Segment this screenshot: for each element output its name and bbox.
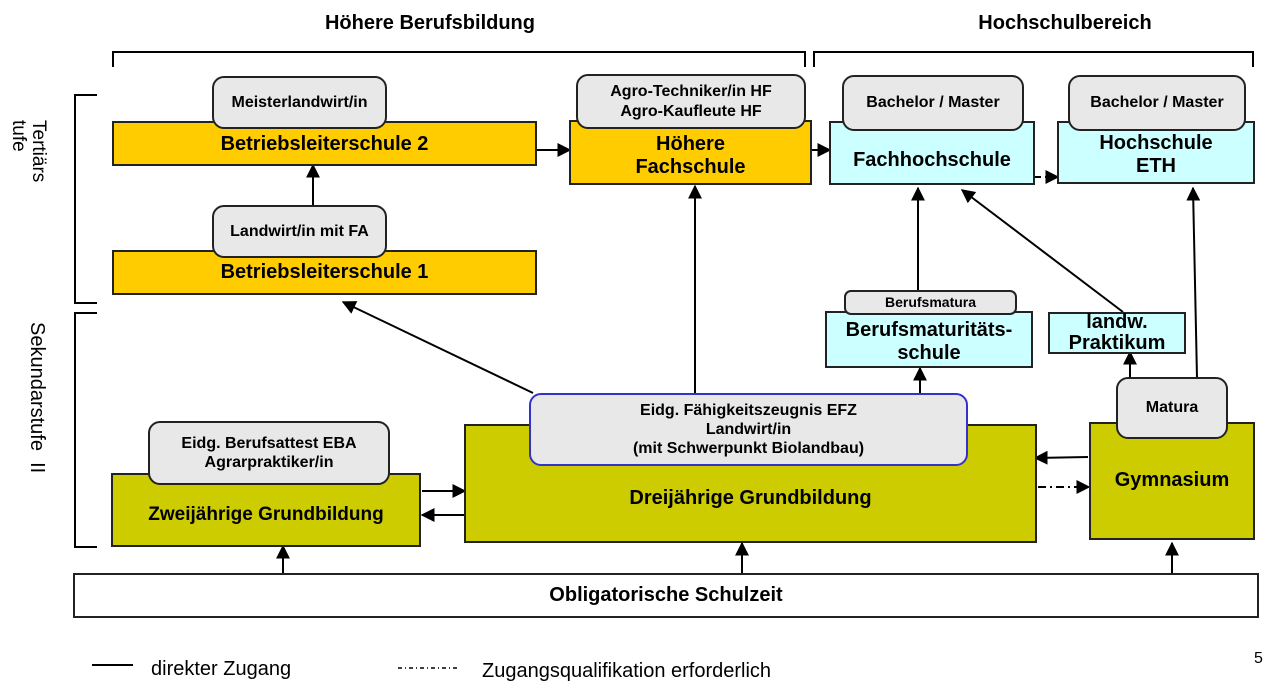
tag-landwirt-fa: Landwirt/in mit FA: [212, 205, 387, 258]
tag-eba-line2: Agrarpraktiker/in: [204, 454, 334, 471]
legend-qualification-required: Zugangsqualifikation erforderlich: [482, 660, 772, 682]
tag-agro-techniker: Agro-Techniker/in HF Agro-Kaufleute HF: [576, 74, 806, 129]
box-hoehere-fachschule-line2: Fachschule: [635, 155, 746, 178]
tag-bachelor-master-eth-label: Bachelor / Master: [1090, 94, 1224, 112]
box-betriebsleiterschule-1-label: Betriebsleiterschule 1: [220, 261, 429, 283]
tag-berufsmatura: Berufsmatura: [844, 290, 1017, 315]
box-gymnasium-label: Gymnasium: [1114, 469, 1230, 491]
box-gymnasium: Gymnasium: [1089, 422, 1255, 540]
box-hoehere-fachschule: Höhere Fachschule: [569, 120, 812, 185]
arrow-matura-to-eth: [1186, 186, 1201, 379]
box-praktikum-line2: Praktikum: [1068, 332, 1166, 354]
tag-meisterlandwirt-label: Meisterlandwirt/in: [231, 93, 368, 111]
tag-agro-line1: Agro-Techniker/in HF: [610, 83, 772, 101]
tag-eba-line1: Eidg. Berufsattest EBA: [181, 434, 357, 452]
tag-agro-line2: Agro-Kaufleute HF: [620, 102, 762, 120]
box-bms-line2: schule: [897, 341, 961, 364]
box-hochschule-eth: Hochschule ETH: [1057, 121, 1255, 184]
bracket-secondary: [74, 312, 97, 548]
page-number: 5: [1254, 650, 1263, 667]
legend-direct-access: direkter Zugang: [151, 658, 292, 680]
header-university: Hochschulbereich: [978, 12, 1152, 34]
box-zweijaehrige-grundbildung: Zweijährige Grundbildung: [111, 473, 421, 547]
tag-bachelor-master-fh: Bachelor / Master: [842, 75, 1024, 131]
label-tertiary: Tertiärs tufe: [7, 120, 49, 183]
box-zweijaehrige-label: Zweijährige Grundbildung: [148, 504, 384, 526]
tag-matura: Matura: [1116, 377, 1228, 439]
header-higher-vocational: Höhere Berufsbildung: [324, 12, 535, 34]
tag-bachelor-master-fh-label: Bachelor / Master: [866, 94, 1000, 112]
label-secondary: Sekundarstufe II: [26, 322, 48, 474]
bracket-higher-vocational: [112, 51, 806, 67]
tag-matura-label: Matura: [1145, 399, 1199, 417]
tag-efz-line1: Eidg. Fähigkeitszeugnis EFZ: [640, 401, 857, 419]
bracket-tertiary: [74, 94, 97, 304]
box-bms-line1: Berufsmaturitäts-: [845, 318, 1013, 341]
box-praktikum-line1: landw.: [1086, 311, 1148, 333]
tag-efz: Eidg. Fähigkeitszeugnis EFZ Landwirt/in …: [529, 393, 968, 466]
box-hochschule-line1: Hochschule: [1099, 131, 1213, 154]
box-betriebsleiterschule-2-label: Betriebsleiterschule 2: [220, 133, 429, 155]
box-hochschule-line2: ETH: [1136, 154, 1176, 177]
box-hoehere-fachschule-line1: Höhere: [656, 132, 725, 155]
box-fachhochschule: Fachhochschule: [829, 121, 1035, 185]
box-berufsmaturitaetsschule: Berufsmaturitäts- schule: [825, 311, 1033, 368]
tag-landwirt-fa-label: Landwirt/in mit FA: [230, 222, 369, 240]
box-dreijaehrige-label: Dreijährige Grundbildung: [629, 487, 872, 509]
box-landw-praktikum: landw. Praktikum: [1048, 312, 1186, 354]
box-obligatorisch-label: Obligatorische Schulzeit: [549, 584, 783, 606]
tag-bachelor-master-eth: Bachelor / Master: [1068, 75, 1246, 131]
tag-efz-line3: (mit Schwerpunkt Biolandbau): [632, 440, 865, 458]
arrow-efz-to-bl1: [341, 301, 534, 394]
tag-meisterlandwirt: Meisterlandwirt/in: [212, 76, 387, 129]
tag-eba: Eidg. Berufsattest EBA Agrarpraktiker/in: [148, 421, 390, 485]
box-obligatorische-schulzeit: Obligatorische Schulzeit: [73, 573, 1259, 618]
arrow-gym-to-drei: [1033, 450, 1089, 465]
tag-efz-line2: Landwirt/in: [705, 420, 792, 438]
bracket-university: [813, 51, 1254, 67]
tag-berufsmatura-label: Berufsmatura: [884, 294, 977, 311]
box-fachhochschule-label: Fachhochschule: [853, 148, 1011, 171]
